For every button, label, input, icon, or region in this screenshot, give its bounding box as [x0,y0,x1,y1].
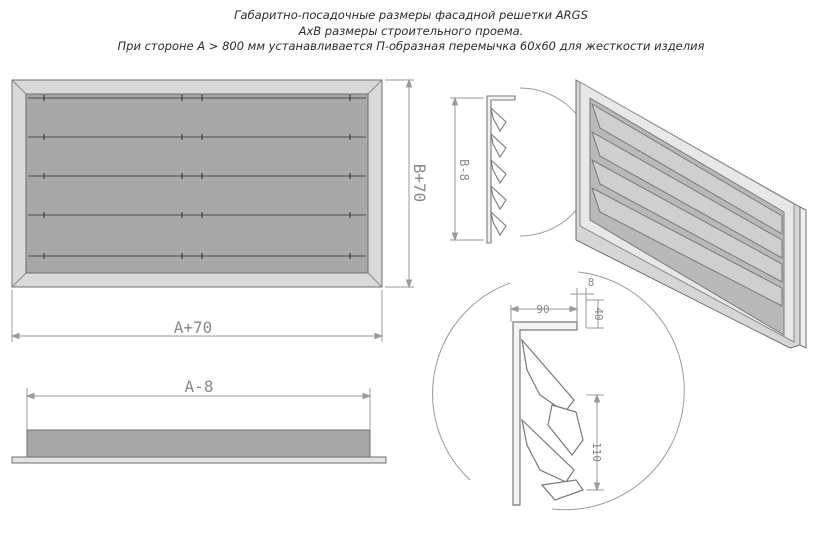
isometric-view [575,79,807,349]
title-line-3: При стороне А > 800 мм устанавливается П… [117,39,705,53]
front-view: A+70 B+70 [10,78,429,342]
side-section: B-8 [450,87,595,244]
detail-arc [432,282,511,481]
label-detail-width: 90 [536,303,549,316]
dim-front-height [385,78,414,289]
label-detail-pitch: 110 [590,442,603,462]
title-line-1: Габаритно-посадочные размеры фасадной ре… [234,8,588,22]
louver-ticks [43,95,351,259]
louver-lines [28,97,366,257]
detail-section: 90 8 40 110 [432,271,685,511]
detail-profile [512,321,584,506]
frame-corner [11,79,27,95]
label-inner-height: B-8 [457,159,471,181]
bottom-flange [11,456,387,464]
title-block: Габаритно-посадочные размеры фасадной ре… [0,8,822,55]
frame-corner [367,79,383,95]
dim-front-width [10,290,384,342]
dim-inner-height [450,96,484,242]
label-detail-depth: 40 [592,307,605,320]
iso-edge [799,206,807,349]
front-inner-panel [25,93,369,274]
label-front-height: B+70 [410,164,429,203]
dim-bottom-width [25,388,372,430]
title-line-2: АхВ размеры строительного проема. [298,23,524,38]
iso-louvers [591,102,783,307]
label-bottom-width: A-8 [185,377,214,396]
detail-arc [551,271,685,511]
frame-corner [11,272,27,288]
label-detail-gap: 8 [588,276,595,289]
frame-corner [367,272,383,288]
dim-detail [509,288,604,492]
side-profile [486,95,516,244]
bottom-view: A-8 [11,377,387,464]
label-front-width: A+70 [174,318,213,337]
bottom-louver-block [26,429,371,458]
